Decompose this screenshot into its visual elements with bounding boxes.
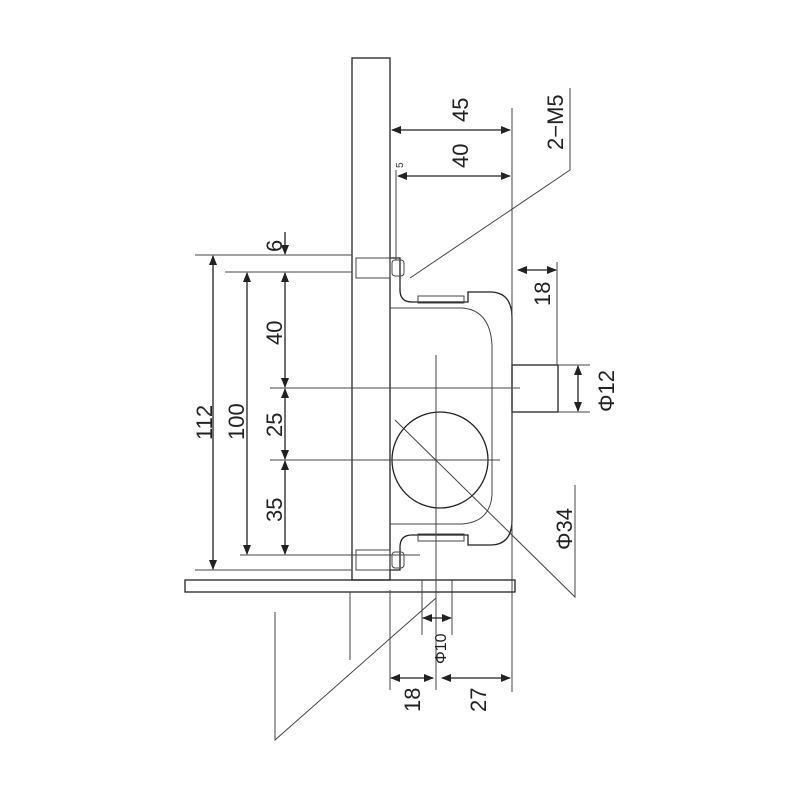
dim-112: 112 <box>192 405 217 440</box>
dim-35: 35 <box>262 498 287 522</box>
dim-45: 45 <box>448 98 473 122</box>
thread-label: 2−M5 <box>543 94 568 150</box>
dim-100: 100 <box>224 403 249 440</box>
roller-diameter: Φ34 <box>552 508 577 550</box>
dim-40-top: 40 <box>448 144 473 168</box>
dim-40-left: 40 <box>262 321 287 345</box>
hole-diameter: Φ10 <box>433 633 450 664</box>
dim-6: 6 <box>262 240 287 252</box>
wall-section <box>351 57 391 581</box>
floor-plate <box>184 579 516 593</box>
bolt-bottom <box>355 549 391 571</box>
dimension-labels: 45 40 5 2−M5 18 Φ12 Φ34 112 100 6 40 25 … <box>192 94 619 712</box>
dim-5: 5 <box>395 162 406 168</box>
dim-18-right: 18 <box>530 282 555 306</box>
dim-18-bottom: 18 <box>400 688 425 712</box>
shaft-diameter: Φ12 <box>594 370 619 412</box>
bolt-top <box>355 257 391 279</box>
bracket <box>355 257 513 571</box>
leader-lines <box>274 88 576 742</box>
extension-lines <box>195 108 590 692</box>
dim-25: 25 <box>262 413 287 437</box>
dimension-arrows <box>209 126 582 682</box>
dim-27: 27 <box>466 688 491 712</box>
